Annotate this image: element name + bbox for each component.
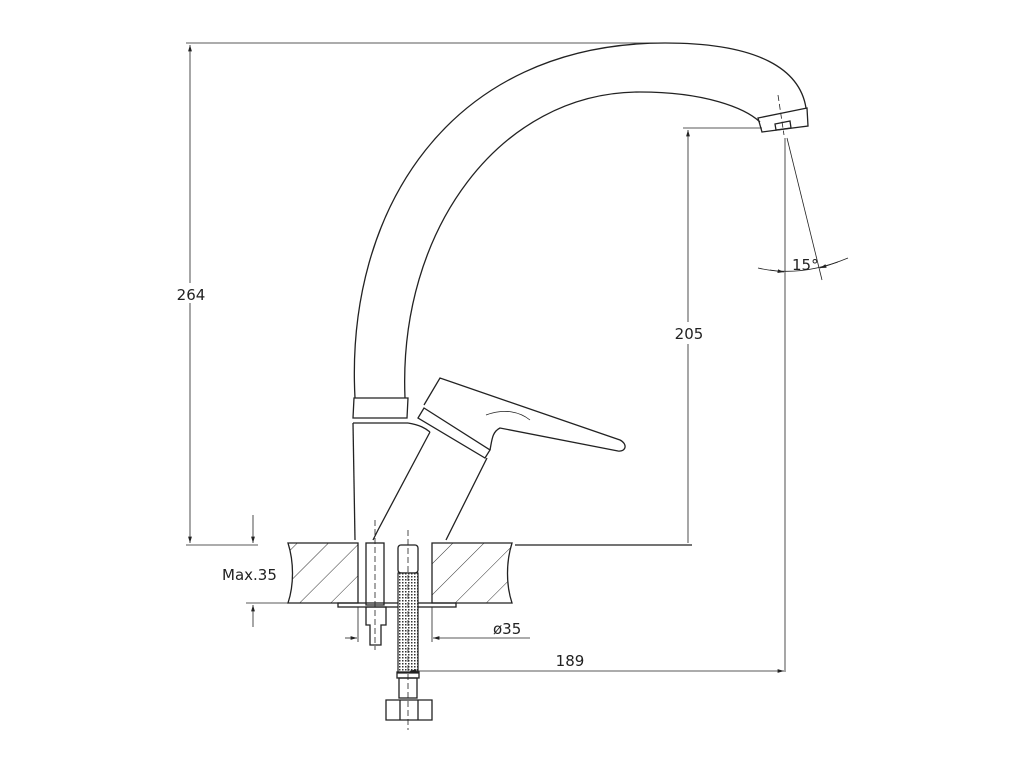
dimension-hole-diameter: ø35 [345, 607, 530, 642]
dimension-spout-height: 205 [668, 127, 762, 543]
total-height-label: 264 [177, 286, 206, 304]
faucet-body [352, 397, 488, 541]
max-deck-label: Max.35 [222, 566, 277, 584]
dimension-max-deck: Max.35 [222, 515, 288, 627]
mounting-stud [365, 520, 387, 650]
dimension-total-height: 264 [172, 42, 665, 546]
supply-hose [385, 530, 433, 730]
lever-handle [417, 377, 626, 459]
dimension-spray-angle: 15° [757, 137, 849, 672]
dimension-spout-reach: 189 [410, 652, 784, 673]
spout [353, 42, 809, 399]
spray-angle-label: 15° [792, 256, 819, 274]
spout-height-label: 205 [675, 325, 704, 343]
hole-diameter-label: ø35 [493, 620, 521, 638]
countertop-section [287, 542, 692, 608]
spout-reach-label: 189 [556, 652, 585, 670]
